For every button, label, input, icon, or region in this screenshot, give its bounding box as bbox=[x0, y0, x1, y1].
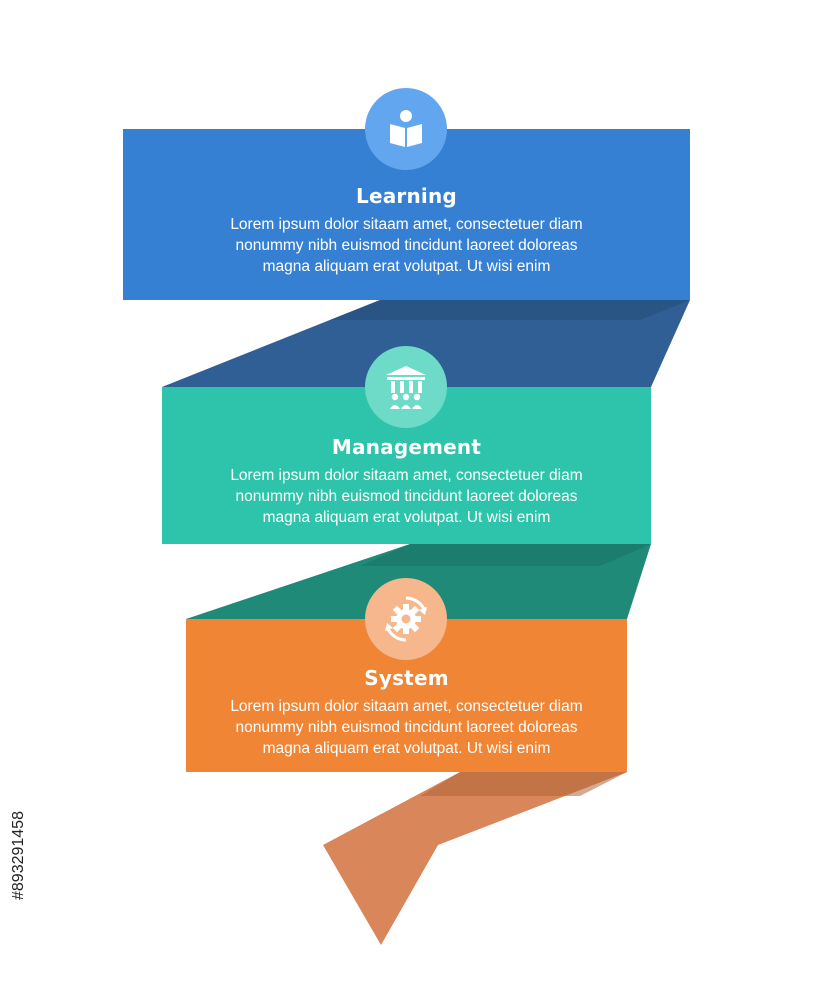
body-line: Lorem ipsum dolor sitaam amet, consectet… bbox=[230, 467, 583, 484]
fold-blue-teal-shade bbox=[330, 300, 690, 320]
ribbon-tail bbox=[323, 772, 627, 945]
ribbon-tail-shade bbox=[420, 772, 627, 796]
badge-system bbox=[365, 578, 447, 660]
body-line: nonummy nibh euismod tincidunt laoreet d… bbox=[235, 719, 578, 736]
section-body: Lorem ipsum dolor sitaam amet, consectet… bbox=[186, 696, 627, 759]
section-body: Lorem ipsum dolor sitaam amet, consectet… bbox=[123, 214, 690, 277]
body-line: Lorem ipsum dolor sitaam amet, consectet… bbox=[230, 216, 583, 233]
reader-book-icon bbox=[390, 110, 422, 147]
section-title: Learning bbox=[356, 184, 457, 208]
body-line: Lorem ipsum dolor sitaam amet, consectet… bbox=[230, 698, 583, 715]
watermark-id-text: #893291458 bbox=[10, 811, 27, 900]
section-learning: Learning Lorem ipsum dolor sitaam amet, … bbox=[123, 184, 690, 277]
body-line: nonummy nibh euismod tincidunt laoreet d… bbox=[235, 237, 578, 254]
section-title: System bbox=[364, 666, 449, 690]
fold-teal-orange-shade bbox=[360, 544, 651, 566]
gear-cycle-icon bbox=[385, 596, 427, 642]
section-system: System Lorem ipsum dolor sitaam amet, co… bbox=[186, 666, 627, 759]
body-line: magna aliquam erat volutpat. Ut wisi eni… bbox=[262, 740, 551, 757]
section-management: Management Lorem ipsum dolor sitaam amet… bbox=[162, 435, 651, 528]
badge-learning bbox=[365, 88, 447, 170]
badge-management bbox=[365, 346, 447, 428]
section-title: Management bbox=[331, 435, 482, 459]
fold-blue-teal bbox=[162, 300, 690, 387]
body-line: magna aliquam erat volutpat. Ut wisi eni… bbox=[262, 258, 551, 275]
institution-people-icon bbox=[386, 366, 426, 409]
section-body: Lorem ipsum dolor sitaam amet, consectet… bbox=[162, 465, 651, 528]
body-line: magna aliquam erat volutpat. Ut wisi eni… bbox=[262, 509, 551, 526]
body-line: nonummy nibh euismod tincidunt laoreet d… bbox=[235, 488, 578, 505]
